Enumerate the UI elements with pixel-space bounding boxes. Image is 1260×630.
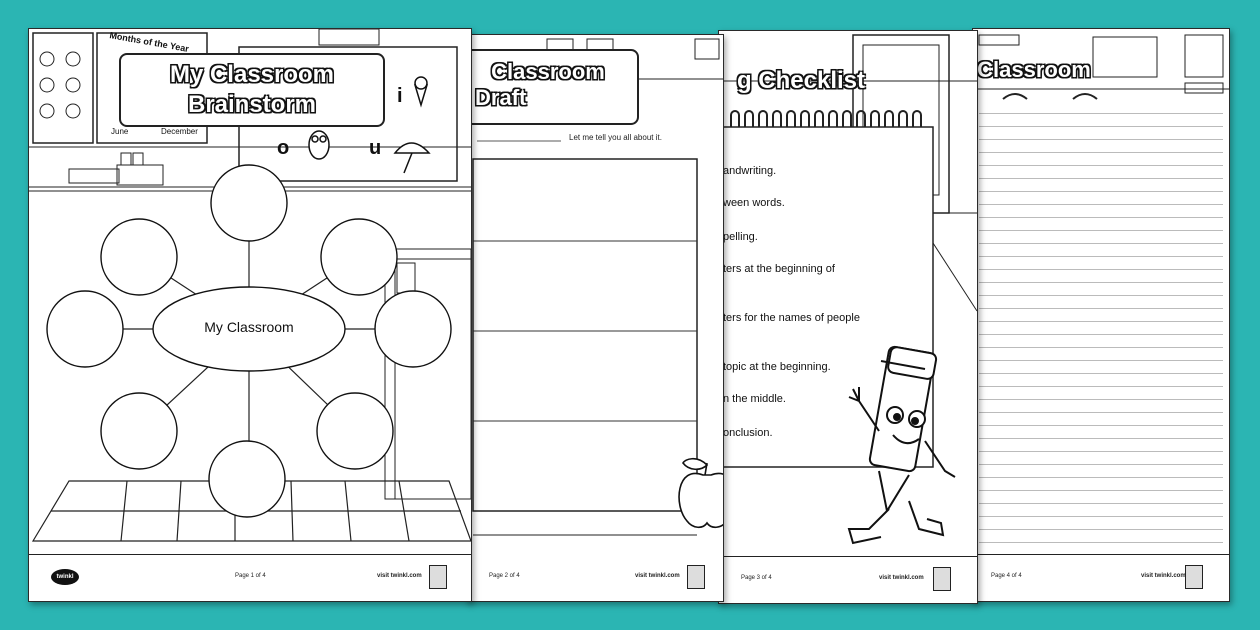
checklist-item: andwriting. xyxy=(723,165,777,177)
page3-footer: Page 3 of 4 visit twinkl.com xyxy=(719,556,977,603)
writing-line xyxy=(979,152,1223,153)
page3-background-art xyxy=(719,34,977,545)
page3-title: g Checklist xyxy=(736,67,866,94)
writing-line xyxy=(979,464,1223,465)
writing-line xyxy=(979,230,1223,231)
page1-art xyxy=(29,29,471,542)
checklist-item: pelling. xyxy=(723,231,758,243)
checklist-item: onclusion. xyxy=(723,427,773,439)
page3-page-number: Page 3 of 4 xyxy=(741,575,772,581)
page2-title-line1: Classroom xyxy=(491,59,605,84)
writing-line xyxy=(979,126,1223,127)
writing-line xyxy=(979,542,1223,543)
page2-visit-text: visit twinkl.com xyxy=(635,573,680,579)
writing-line xyxy=(979,113,1223,114)
writing-line xyxy=(979,334,1223,335)
writing-line xyxy=(979,477,1223,478)
page2-title-line2: Draft xyxy=(475,85,527,110)
writing-line xyxy=(979,217,1223,218)
checklist-item: n the middle. xyxy=(723,393,786,405)
spider-center-label: My Classroom xyxy=(204,319,294,335)
writing-line xyxy=(979,516,1223,517)
page4-title: Classroom xyxy=(977,57,1091,82)
page2-art xyxy=(467,38,723,536)
writing-line xyxy=(979,321,1223,322)
worksheet-page-4: Classroom Page 4 of 4 visit twinkl.com xyxy=(972,28,1230,602)
writing-line xyxy=(979,373,1223,374)
page1-title-line1: My Classroom xyxy=(169,61,335,88)
page1-title: My Classroom Brainstorm xyxy=(119,53,385,127)
page3-checklist: andwriting. ween words. pelling. ters at th… xyxy=(723,31,923,603)
page2-footer: Page 2 of 4 visit twinkl.com xyxy=(467,555,723,601)
writing-line xyxy=(979,295,1223,296)
page1-title-line2: Brainstorm xyxy=(187,91,317,118)
worksheet-page-2: Classroom Draft Let me tell you all abou… xyxy=(466,34,724,602)
checklist-item: ween words. xyxy=(723,197,785,209)
writing-line xyxy=(979,360,1223,361)
writing-line xyxy=(979,490,1223,491)
month-december: December xyxy=(161,127,198,136)
page3-visit-text: visit twinkl.com xyxy=(879,575,924,581)
letter-u: u xyxy=(369,137,382,159)
page2-title: Classroom Draft xyxy=(467,49,639,125)
writing-line xyxy=(979,191,1223,192)
page4-footer: Page 4 of 4 visit twinkl.com xyxy=(973,554,1229,601)
page1-page-number: Page 1 of 4 xyxy=(235,573,266,579)
worksheet-page-3: g Checklist andwriting. ween words. pellin… xyxy=(718,30,978,604)
checklist-item: ters at the beginning of xyxy=(723,263,835,275)
page1-visit-text: visit twinkl.com xyxy=(377,573,422,579)
worksheet-page-1: Months of the Year June December i o u M… xyxy=(28,28,472,602)
writing-line xyxy=(979,308,1223,309)
page1-badge-icon xyxy=(429,565,447,589)
writing-line xyxy=(979,425,1223,426)
writing-line xyxy=(979,529,1223,530)
writing-line xyxy=(979,412,1223,413)
page3-badge-icon xyxy=(933,567,951,591)
writing-line xyxy=(979,165,1223,166)
writing-line xyxy=(979,204,1223,205)
writing-line xyxy=(979,386,1223,387)
writing-line xyxy=(979,139,1223,140)
page4-visit-text: visit twinkl.com xyxy=(1141,573,1186,579)
writing-line xyxy=(979,438,1223,439)
writing-line xyxy=(979,269,1223,270)
page4-badge-icon xyxy=(1185,565,1203,589)
writing-line xyxy=(979,399,1223,400)
page2-intro: Let me tell you all about it. xyxy=(569,133,662,142)
page4-page-number: Page 4 of 4 xyxy=(991,573,1022,579)
writing-line xyxy=(979,243,1223,244)
page2-badge-icon xyxy=(687,565,705,589)
writing-line xyxy=(979,347,1223,348)
checklist-item: topic at the beginning. xyxy=(723,361,831,373)
letter-o: o xyxy=(277,137,290,159)
checklist-item: ters for the names of people xyxy=(723,312,860,324)
writing-line xyxy=(979,256,1223,257)
month-june: June xyxy=(111,127,129,136)
writing-line xyxy=(979,178,1223,179)
page4-header-art xyxy=(973,34,1229,100)
writing-line xyxy=(979,282,1223,283)
page2-page-number: Page 2 of 4 xyxy=(489,573,520,579)
page1-footer: twinkl Page 1 of 4 visit twinkl.com xyxy=(29,554,471,601)
twinkl-logo-icon: twinkl xyxy=(51,569,79,585)
writing-line xyxy=(979,451,1223,452)
writing-line xyxy=(979,503,1223,504)
letter-i: i xyxy=(397,85,403,107)
